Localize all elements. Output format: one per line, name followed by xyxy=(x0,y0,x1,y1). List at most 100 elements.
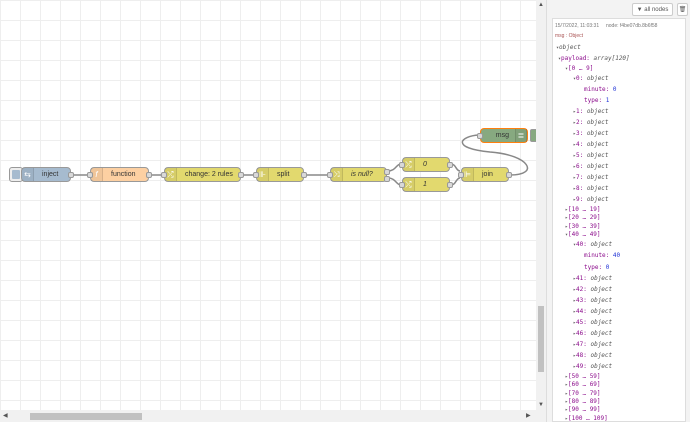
caret-right-icon[interactable]: ▸ xyxy=(565,391,569,397)
tree-row[interactable]: ▸3: object xyxy=(573,130,609,137)
tree-key: 5: xyxy=(576,152,587,159)
caret-right-icon[interactable]: ▸ xyxy=(565,224,569,230)
caret-right-icon[interactable]: ▸ xyxy=(565,207,569,213)
caret-down-icon[interactable]: ▾ xyxy=(556,45,560,51)
caret-right-icon[interactable]: ▸ xyxy=(573,131,577,137)
tree-row[interactable]: ▸[30 … 39] xyxy=(565,223,601,230)
tree-value: [20 … 29] xyxy=(568,214,601,221)
tree-value: 1 xyxy=(605,97,610,104)
caret-right-icon[interactable]: ▸ xyxy=(573,164,577,170)
caret-right-icon[interactable]: ▸ xyxy=(573,353,577,359)
tree-row[interactable]: ▸[70 … 79] xyxy=(565,390,601,397)
tree-row[interactable]: ▸8: object xyxy=(573,185,609,192)
tree-row[interactable]: ▸[100 … 109] xyxy=(565,415,608,422)
caret-down-icon[interactable]: ▾ xyxy=(573,242,577,248)
vertical-scroll-thumb[interactable] xyxy=(538,306,544,372)
tree-row[interactable]: ▸2: object xyxy=(573,119,609,126)
caret-right-icon[interactable]: ▸ xyxy=(573,276,577,282)
tree-value: object xyxy=(590,297,613,304)
change-node[interactable]: ⤮change: 2 rules xyxy=(161,167,244,182)
caret-right-icon[interactable]: ▸ xyxy=(573,342,577,348)
tree-row[interactable]: ▾0: object xyxy=(573,75,609,82)
tree-key: payload: xyxy=(561,55,594,62)
tree-value: 0 xyxy=(605,264,610,271)
switch-node[interactable]: ⤨is null? xyxy=(327,167,390,182)
split-node[interactable]: ⊪split xyxy=(253,167,307,182)
caret-right-icon[interactable]: ▸ xyxy=(573,287,577,293)
tree-row[interactable]: ▾[0 … 9] xyxy=(565,65,593,72)
filter-all-nodes-button[interactable]: ▼ all nodes xyxy=(632,3,673,16)
tree-row[interactable]: ▸7: object xyxy=(573,174,609,181)
tree-row[interactable]: ▸4: object xyxy=(573,141,609,148)
tree-row[interactable]: ▸[50 … 59] xyxy=(565,373,601,380)
caret-right-icon[interactable]: ▸ xyxy=(573,320,577,326)
caret-right-icon[interactable]: ▸ xyxy=(573,109,577,115)
clear-button[interactable]: 🗑 xyxy=(677,3,688,16)
tree-row: minute: 0 xyxy=(584,86,617,93)
tree-key: 45: xyxy=(576,319,591,326)
tree-row[interactable]: ▾payload: array[120] xyxy=(558,55,630,62)
join-node[interactable]: ⊫join xyxy=(458,167,512,182)
tree-row[interactable]: ▸[60 … 69] xyxy=(565,381,601,388)
caret-right-icon[interactable]: ▸ xyxy=(565,215,569,221)
tree-row[interactable]: ▾[40 … 49] xyxy=(565,231,601,238)
caret-right-icon[interactable]: ▸ xyxy=(565,416,569,422)
filter-icon: ▼ xyxy=(636,6,643,13)
caret-right-icon[interactable]: ▸ xyxy=(573,309,577,315)
tree-row[interactable]: ▸42: object xyxy=(573,286,612,293)
debug-node[interactable]: msg≣ xyxy=(477,128,528,143)
caret-right-icon[interactable]: ▸ xyxy=(573,153,577,159)
caret-down-icon[interactable]: ▾ xyxy=(573,76,577,82)
tree-row[interactable]: ▸44: object xyxy=(573,308,612,315)
caret-down-icon[interactable]: ▾ xyxy=(565,66,569,72)
tree-value: [40 … 49] xyxy=(568,231,601,238)
tree-row[interactable]: ▸6: object xyxy=(573,163,609,170)
caret-right-icon[interactable]: ▸ xyxy=(573,120,577,126)
tree-row[interactable]: ▸[80 … 89] xyxy=(565,398,601,405)
caret-right-icon[interactable]: ▸ xyxy=(573,331,577,337)
tree-value: object xyxy=(590,330,613,337)
inject-node[interactable]: ⇆inject xyxy=(21,167,74,182)
caret-right-icon[interactable]: ▸ xyxy=(565,382,569,388)
tree-row[interactable]: ▸48: object xyxy=(573,352,612,359)
tree-row[interactable]: ▾40: object xyxy=(573,241,612,248)
tree-row[interactable]: ▸5: object xyxy=(573,152,609,159)
tree-key: 4: xyxy=(576,141,587,148)
tree-row[interactable]: ▸49: object xyxy=(573,363,612,370)
tree-row[interactable]: ▾object xyxy=(556,44,581,51)
debug-toggle[interactable] xyxy=(530,129,536,142)
tree-key: 42: xyxy=(576,286,591,293)
tree-row[interactable]: ▸[10 … 19] xyxy=(565,206,601,213)
tree-row[interactable]: ▸46: object xyxy=(573,330,612,337)
caret-right-icon[interactable]: ▸ xyxy=(573,186,577,192)
tree-key: 0: xyxy=(576,75,587,82)
caret-down-icon[interactable]: ▾ xyxy=(558,56,562,62)
caret-right-icon[interactable]: ▸ xyxy=(573,175,577,181)
caret-right-icon[interactable]: ▸ xyxy=(573,298,577,304)
caret-down-icon[interactable]: ▾ xyxy=(565,232,569,238)
tree-row[interactable]: ▸41: object xyxy=(573,275,612,282)
tree-row[interactable]: ▸43: object xyxy=(573,297,612,304)
tree-row[interactable]: ▸[90 … 99] xyxy=(565,406,601,413)
caret-right-icon[interactable]: ▸ xyxy=(573,142,577,148)
caret-right-icon[interactable]: ▸ xyxy=(565,399,569,405)
horizontal-scroll-thumb[interactable] xyxy=(30,413,142,420)
caret-right-icon[interactable]: ▸ xyxy=(565,407,569,413)
caret-right-icon[interactable]: ▸ xyxy=(573,197,577,203)
change-node-1[interactable]: ⤮1 xyxy=(399,177,453,192)
tree-value: [100 … 109] xyxy=(568,415,608,422)
vertical-scrollbar[interactable]: ▲▼ xyxy=(536,0,546,410)
tree-row[interactable]: ▸1: object xyxy=(573,108,609,115)
node-link[interactable]: node: f4be07db.8b6f58 xyxy=(606,23,658,29)
tree-row[interactable]: ▸47: object xyxy=(573,341,612,348)
tree-row[interactable]: ▸9: object xyxy=(573,196,609,203)
change-node-0[interactable]: ⤮0 xyxy=(399,157,453,172)
tree-row[interactable]: ▸45: object xyxy=(573,319,612,326)
tree-row[interactable]: ▸[20 … 29] xyxy=(565,214,601,221)
tree-value: object xyxy=(590,341,613,348)
caret-right-icon[interactable]: ▸ xyxy=(565,374,569,380)
caret-right-icon[interactable]: ▸ xyxy=(573,364,577,370)
tree-row: type: 0 xyxy=(584,264,609,271)
